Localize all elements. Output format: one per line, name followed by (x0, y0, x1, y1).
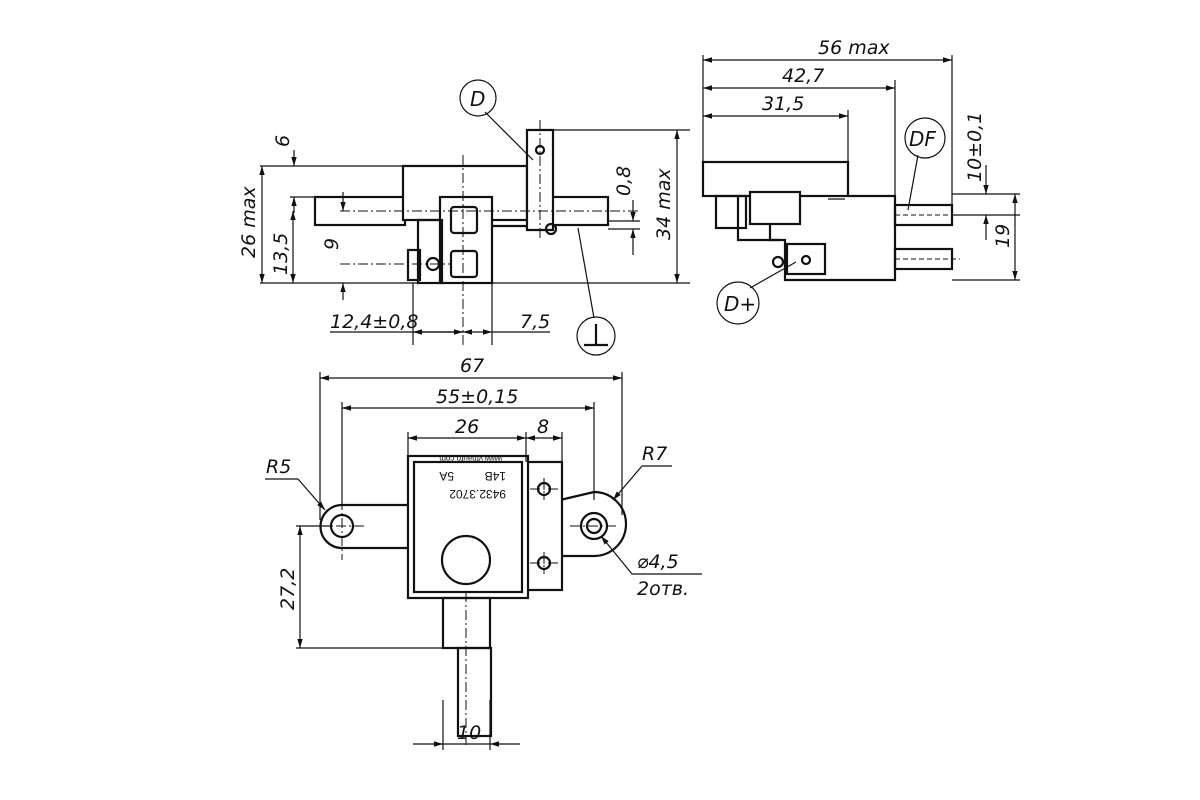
dim-12-4: 12,4±0,8 (330, 311, 418, 333)
dim-10: 10 (457, 722, 481, 744)
dim-13-5: 13,5 (270, 233, 292, 275)
marking-voltage: 14В (485, 469, 506, 483)
dim-10-tol: 10±0,1 (964, 112, 986, 182)
side-block (416, 218, 444, 285)
terminal-dplus-callout (716, 281, 760, 325)
side-lug (406, 248, 422, 282)
marking-current: 5А (439, 469, 454, 483)
terminal-df-label: DF (909, 127, 936, 151)
front-view: 6 26 max 13,5 9 0,8 34 max 12,4±0,8 7,5 … (238, 79, 690, 356)
dim-31-5: 31,5 (762, 93, 804, 115)
side-body (701, 160, 850, 198)
dim-42-7: 42,7 (782, 65, 824, 87)
terminal-df-callout (904, 117, 946, 159)
dim-7-5: 7,5 (520, 311, 550, 333)
dim-r5: R5 (266, 456, 291, 478)
dim-67: 67 (460, 355, 484, 377)
dim-r7: R7 (642, 443, 667, 465)
case-round-boss (440, 534, 492, 586)
dplus-terminal (785, 242, 827, 276)
side-connector-left (714, 194, 748, 230)
ground-callout (576, 316, 616, 356)
dim-26: 26 (455, 416, 479, 438)
dim-hole-diameter: ⌀4,5 (637, 551, 679, 573)
top-view: 9432.3702 14В 5А www.vtnauto.com 67 55±0… (265, 355, 702, 750)
dim-34-max: 34 max (653, 168, 675, 240)
dim-55: 55±0,15 (436, 386, 518, 408)
dim-0-8: 0,8 (613, 166, 635, 196)
marking-part-number: 9432.3702 (449, 487, 506, 501)
brush-stem (456, 646, 493, 738)
terminal-dplus-label: D+ (724, 292, 756, 316)
ground-symbol-icon (584, 324, 608, 347)
dim-9: 9 (321, 238, 343, 250)
marking-website: www.vtnauto.com (439, 454, 503, 463)
brush-top (449, 205, 479, 235)
left-mounting-ear (319, 503, 412, 550)
dim-8: 8 (537, 416, 549, 438)
dim-27-2: 27,2 (277, 568, 299, 610)
regulator-case (406, 454, 530, 600)
ground-stud (544, 222, 558, 236)
terminal-d-label: D (470, 87, 485, 111)
dim-26-max: 26 max (238, 186, 260, 258)
dim-6: 6 (272, 135, 294, 147)
dim-19: 19 (992, 224, 1014, 248)
dim-hole-count: 2отв. (637, 578, 689, 600)
side-brush-holder (748, 190, 802, 226)
side-view: 56 max 42,7 31,5 10±0,1 19 DF D+ (701, 37, 1020, 325)
dim-56-max: 56 max (818, 37, 890, 59)
terminal-d-callout (459, 79, 497, 117)
right-mounting-ear (558, 490, 628, 558)
brush-bottom (449, 249, 479, 279)
brush-holder-block (438, 195, 494, 285)
case-marking: 9432.3702 14В 5А www.vtnauto.com (439, 454, 506, 501)
